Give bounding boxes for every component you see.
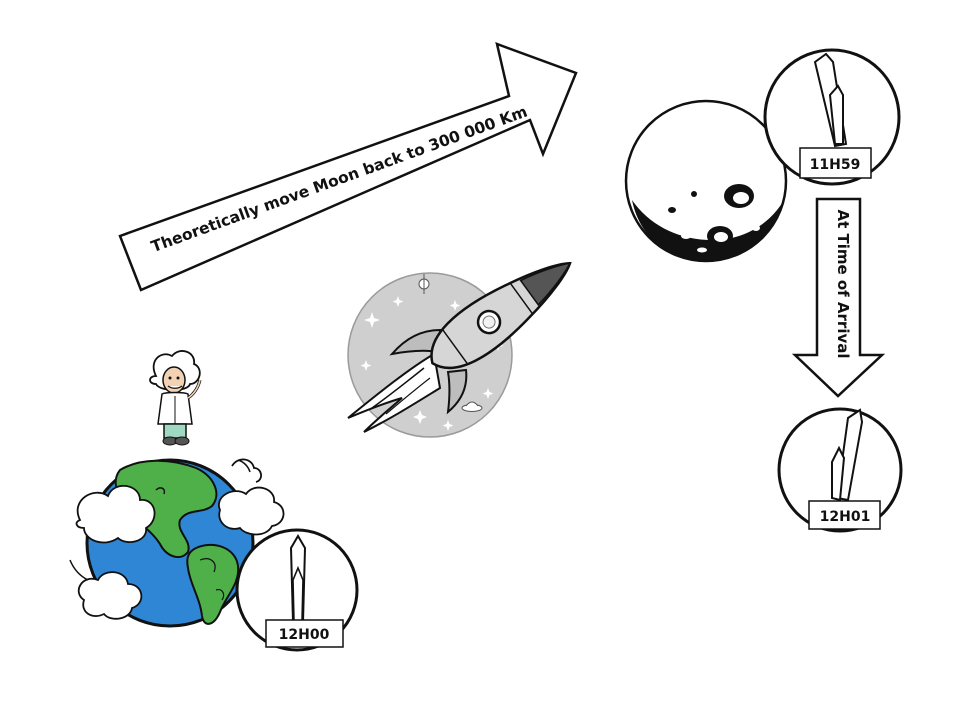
- moon-shadow: [632, 200, 784, 262]
- moon-crater-highlights: [656, 192, 760, 253]
- clock-moon-arrival: 12H01: [777, 407, 903, 533]
- rocket-fin-bottom: [446, 368, 468, 415]
- clock-hour-hand: [831, 445, 846, 502]
- moon-illustration: [624, 99, 788, 263]
- scientist-trousers: [163, 423, 187, 439]
- rocket-illustration: [347, 262, 572, 438]
- scientist-face: [162, 366, 186, 394]
- arrival-arrow-shape: [791, 197, 886, 398]
- arrival-arrow: At Time of Arrival: [791, 197, 886, 398]
- time-box: [799, 147, 872, 179]
- time-box: [808, 500, 881, 530]
- time-label: 12H01: [820, 509, 871, 525]
- arrival-arrow-label: At Time of Arrival: [834, 209, 852, 358]
- time-label: 12H00: [279, 627, 330, 643]
- time-label: 11H59: [810, 157, 861, 173]
- scientist-figure: [149, 350, 202, 446]
- earth-continent-south-america: [186, 543, 240, 625]
- main-arrow: Theoretically move Moon back to 300 000 …: [118, 42, 578, 292]
- main-arrow-label: Theoretically move Moon back to 300 000 …: [149, 103, 530, 256]
- clock-moon-departure: 11H59: [763, 48, 901, 186]
- time-box: [265, 619, 344, 648]
- earth-clouds: [75, 458, 285, 620]
- satellite-icon: [418, 274, 430, 294]
- ufo-icon: [461, 401, 483, 412]
- clock-hour-hand: [292, 565, 304, 623]
- clock-hour-hand: [828, 84, 844, 145]
- main-arrow-shape: [118, 42, 578, 292]
- clock-earth: 12H00: [235, 528, 359, 652]
- earth-illustration: [69, 458, 285, 628]
